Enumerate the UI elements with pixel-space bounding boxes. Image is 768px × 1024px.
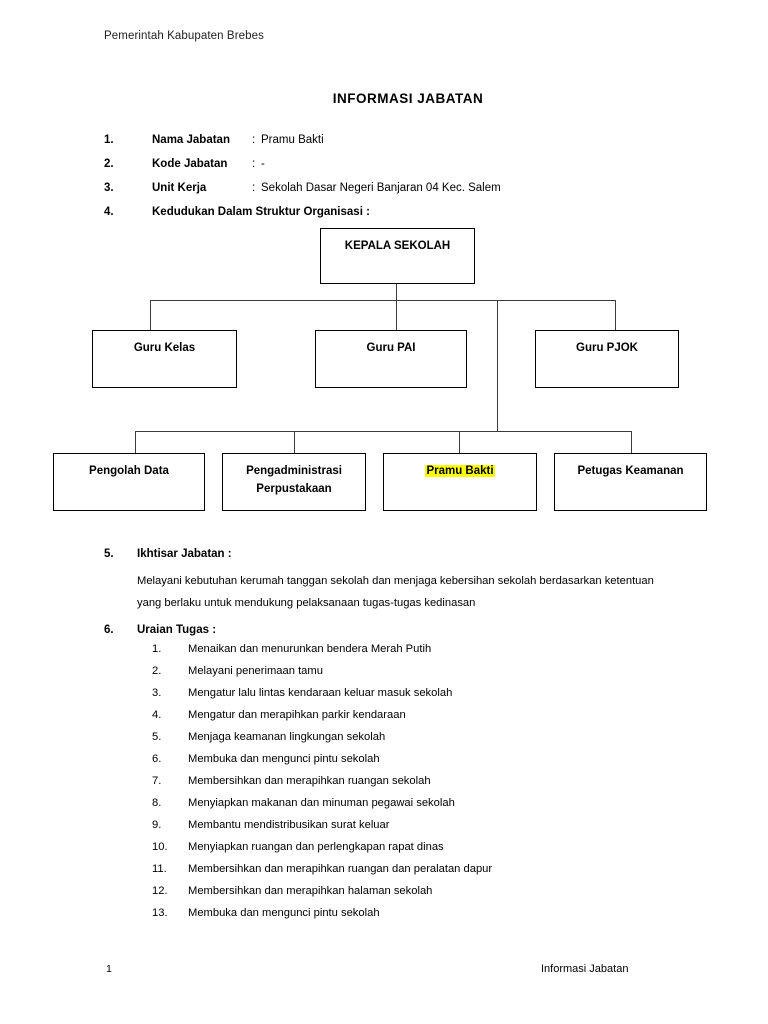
task-number: 8. xyxy=(152,797,162,809)
section-heading-ikhtisar-jabatan: 5. Ikhtisar Jabatan : xyxy=(104,548,232,560)
task-list-item: 1. Menaikan dan menurunkan bendera Merah … xyxy=(152,643,431,655)
connector-level3-bus xyxy=(135,431,632,433)
task-text: Membantu mendistribusikan surat keluar xyxy=(188,819,390,831)
org-node-guru-kelas: Guru Kelas xyxy=(92,330,237,388)
task-list-item: 4. Mengatur dan merapihkan parkir kendara… xyxy=(152,709,406,721)
footer-document-name: Informasi Jabatan xyxy=(541,963,629,975)
connector-level3-drop-1 xyxy=(135,431,137,453)
task-list-item: 12. Membersihkan dan merapihkan halaman s… xyxy=(152,885,432,897)
field-label: Unit Kerja xyxy=(152,182,207,194)
task-text: Membersihkan dan merapihkan ruangan dan … xyxy=(188,863,493,875)
task-text: Melayani penerimaan tamu xyxy=(188,665,323,677)
org-node-label: Pengolah Data xyxy=(89,465,169,477)
connector-level2-drop-1 xyxy=(150,300,152,330)
section-number: 5. xyxy=(104,548,114,560)
org-node-guru-pjok: Guru PJOK xyxy=(535,330,679,388)
org-node-label: Pramu Bakti xyxy=(425,465,495,477)
field-number: 3. xyxy=(104,182,114,194)
connector-level3-drop-2 xyxy=(294,431,296,453)
task-list-item: 5. Menjaga keamanan lingkungan sekolah xyxy=(152,731,385,743)
field-row-kedudukan: 4. Kedudukan Dalam Struktur Organisasi : xyxy=(104,206,744,218)
section-heading-uraian-tugas: 6. Uraian Tugas : xyxy=(104,624,216,636)
task-list-item: 11. Membersihkan dan merapihkan ruangan d… xyxy=(152,863,492,875)
task-text: Membuka dan mengunci pintu sekolah xyxy=(188,753,380,765)
task-list-item: 9. Membantu mendistribusikan surat keluar xyxy=(152,819,389,831)
org-node-label: Guru PJOK xyxy=(576,342,638,354)
field-value: Pramu Bakti xyxy=(261,134,324,146)
task-list-item: 7. Membersihkan dan merapihkan ruangan se… xyxy=(152,775,431,787)
connector-level3-drop-3 xyxy=(459,431,461,453)
task-text: Mengatur lalu lintas kendaraan keluar ma… xyxy=(188,687,453,699)
task-list-item: 6. Membuka dan mengunci pintu sekolah xyxy=(152,753,380,765)
org-node-label: KEPALA SEKOLAH xyxy=(344,240,451,252)
task-number: 10. xyxy=(152,841,168,853)
field-separator: : xyxy=(252,134,256,146)
org-node-label-line2: Perpustakaan xyxy=(256,482,332,495)
task-list-item: 10. Menyiapkan ruangan dan perlengkapan r… xyxy=(152,841,444,853)
field-label: Kode Jabatan xyxy=(152,158,228,170)
section-title: Ikhtisar Jabatan : xyxy=(137,548,232,560)
connector-root-drop xyxy=(396,283,398,301)
task-text: Membersihkan dan merapihkan halaman seko… xyxy=(188,885,433,897)
org-node-label: Guru Kelas xyxy=(133,342,196,354)
footer-page-number: 1 xyxy=(106,963,112,975)
field-separator: : xyxy=(252,158,256,170)
task-list-item: 2. Melayani penerimaan tamu xyxy=(152,665,323,677)
task-text: Menjaga keamanan lingkungan sekolah xyxy=(188,731,386,743)
task-number: 12. xyxy=(152,885,168,897)
task-number: 2. xyxy=(152,665,162,677)
field-row-nama-jabatan: 1. Nama Jabatan: Pramu Bakti xyxy=(104,134,744,146)
org-node-kepala-sekolah: KEPALA SEKOLAH xyxy=(320,228,475,284)
field-number: 4. xyxy=(104,206,114,218)
connector-level2-drop-3 xyxy=(615,300,617,330)
connector-level3-feed xyxy=(497,300,499,432)
connector-level2-drop-2 xyxy=(396,300,398,330)
task-list-item: 8. Menyiapkan makanan dan minuman pegawai… xyxy=(152,797,455,809)
task-list-item: 3. Mengatur lalu lintas kendaraan keluar … xyxy=(152,687,452,699)
org-node-label: Petugas Keamanan xyxy=(577,465,684,477)
task-list-item: 13. Membuka dan mengunci pintu sekolah xyxy=(152,907,380,919)
task-text: Menyiapkan ruangan dan perlengkapan rapa… xyxy=(188,841,444,853)
task-number: 7. xyxy=(152,775,162,787)
field-separator: : xyxy=(252,182,256,194)
org-node-petugas-keamanan: Petugas Keamanan xyxy=(554,453,707,511)
task-number: 13. xyxy=(152,907,168,919)
task-number: 4. xyxy=(152,709,162,721)
field-value: - xyxy=(261,158,265,170)
page-title: INFORMASI JABATAN xyxy=(332,91,484,106)
org-node-pengolah-data: Pengolah Data xyxy=(53,453,205,511)
task-number: 5. xyxy=(152,731,162,743)
org-node-label: Pengadministrasi xyxy=(246,465,342,477)
section-number: 6. xyxy=(104,624,114,636)
section-body-ikhtisar-jabatan: Melayani kebutuhan kerumah tanggan sekol… xyxy=(137,575,654,609)
field-number: 1. xyxy=(104,134,114,146)
field-number: 2. xyxy=(104,158,114,170)
task-number: 9. xyxy=(152,819,162,831)
field-label: Kedudukan Dalam Struktur Organisasi : xyxy=(152,206,370,218)
task-number: 3. xyxy=(152,687,162,699)
task-number: 11. xyxy=(152,863,167,875)
document-header: Pemerintah Kabupaten Brebes xyxy=(104,30,264,42)
connector-level3-drop-4 xyxy=(631,431,633,453)
org-node-label: Guru PAI xyxy=(366,342,416,354)
task-number: 6. xyxy=(152,753,162,765)
org-node-guru-pai: Guru PAI xyxy=(315,330,467,388)
task-text: Menyiapkan makanan dan minuman pegawai s… xyxy=(188,797,455,809)
field-value: Sekolah Dasar Negeri Banjaran 04 Kec. Sa… xyxy=(261,182,501,194)
field-row-unit-kerja: 3. Unit Kerja: Sekolah Dasar Negeri Banjar… xyxy=(104,182,744,194)
org-node-pramu-bakti: Pramu Bakti xyxy=(383,453,537,511)
field-row-kode-jabatan: 2. Kode Jabatan:- xyxy=(104,158,744,170)
connector-level2-bus xyxy=(150,300,616,302)
task-number: 1. xyxy=(152,643,162,655)
task-text: Menaikan dan menurunkan bendera Merah Pu… xyxy=(188,643,432,655)
section-title: Uraian Tugas : xyxy=(137,624,217,636)
task-text: Mengatur dan merapihkan parkir kendaraan xyxy=(188,709,406,721)
org-node-pengadministrasi-perpustakaan: Pengadministrasi Perpustakaan xyxy=(222,453,366,511)
task-text: Membuka dan mengunci pintu sekolah xyxy=(188,907,380,919)
field-label: Nama Jabatan xyxy=(152,134,230,146)
task-text: Membersihkan dan merapihkan ruangan seko… xyxy=(188,775,431,787)
